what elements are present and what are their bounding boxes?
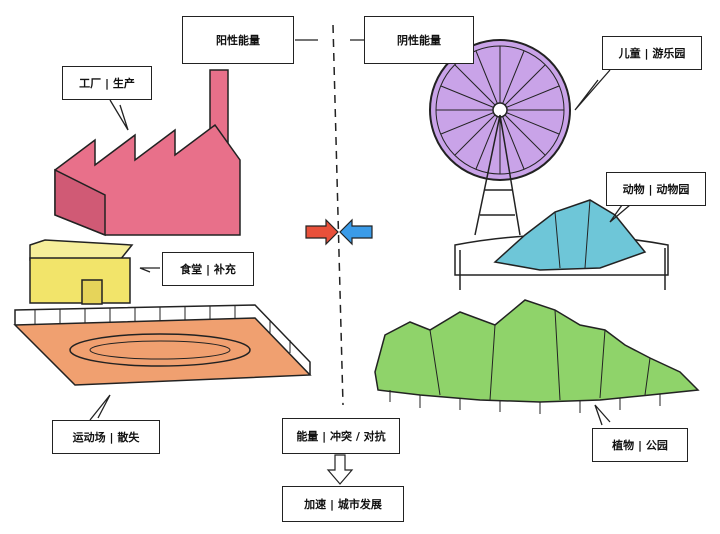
stadium-illustration xyxy=(13,304,312,386)
label-plants: 植物 | 公园 xyxy=(592,428,688,462)
arrow-red-icon xyxy=(305,218,339,246)
arrow-blue-icon xyxy=(339,218,373,246)
label-conflict: 能量 | 冲突 / 对抗 xyxy=(282,418,400,454)
label-stadium: 运动场 | 散失 xyxy=(52,420,160,454)
ferris-wheel-illustration xyxy=(429,39,571,236)
center-divider xyxy=(332,24,344,406)
down-arrow-icon xyxy=(326,454,354,485)
label-development: 加速 | 城市发展 xyxy=(282,486,404,522)
factory-illustration xyxy=(54,69,241,237)
label-children: 儿童 | 游乐园 xyxy=(602,36,702,70)
canteen-illustration xyxy=(29,239,134,305)
zoo-illustration xyxy=(454,199,669,290)
forest-illustration xyxy=(374,299,700,414)
label-yin-energy: 阴性能量 xyxy=(364,16,474,64)
label-factory: 工厂 | 生产 xyxy=(62,66,152,100)
label-canteen: 食堂 | 补充 xyxy=(162,252,254,286)
label-connectors xyxy=(89,39,631,426)
label-yang-energy: 阳性能量 xyxy=(182,16,294,64)
label-animals: 动物 | 动物园 xyxy=(606,172,706,206)
